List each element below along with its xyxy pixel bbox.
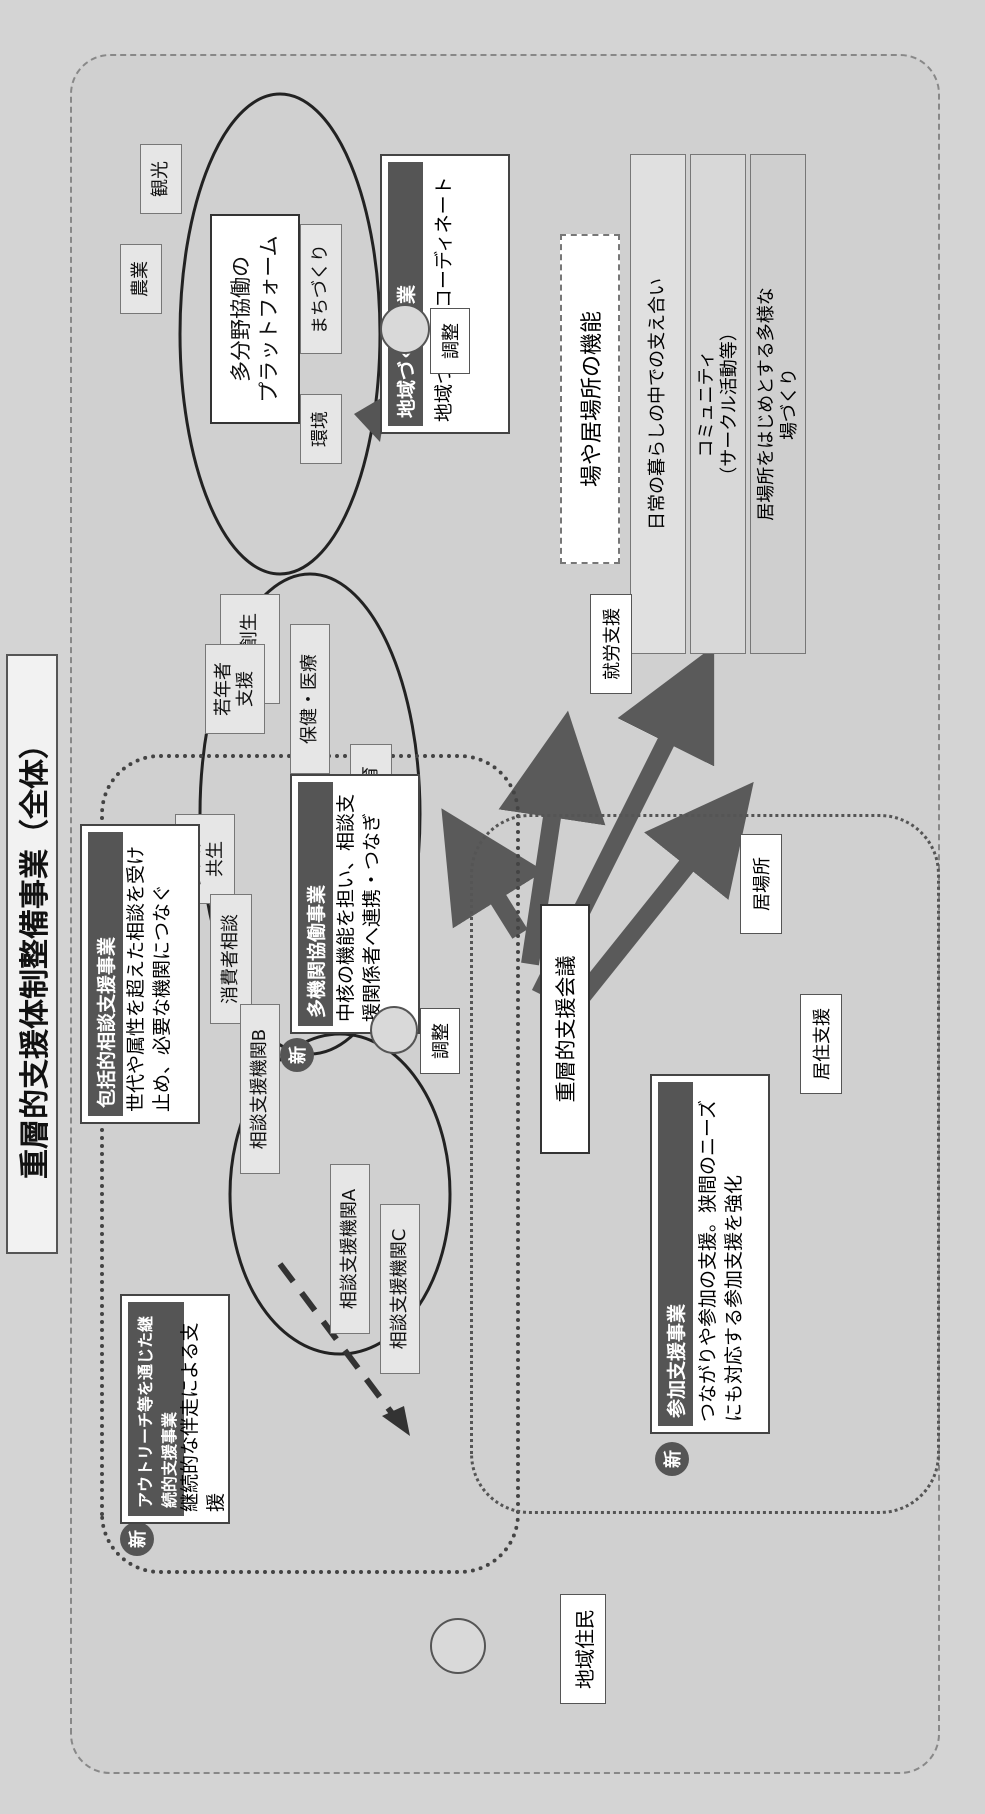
participation-text: つながりや参加の支援。狭間のニーズにも対応する参加支援を強化 — [697, 1099, 745, 1422]
multi-agency-header: 多機関協働事業 — [298, 782, 333, 1026]
resident-icon — [430, 1618, 486, 1674]
outreach-card: アウトリーチ等を通じた継続的支援事業 継続的な伴走による支援 — [120, 1294, 230, 1524]
place-function-row-3: 居場所をはじめとする多様な 場づくり — [750, 154, 806, 654]
comprehensive-text: 世代や属性を超えた相談を受け止め、必要な機関につなぐ — [125, 845, 173, 1112]
comprehensive-header: 包括的相談支援事業 — [88, 832, 123, 1116]
place-function-row-1: 日常の暮らしの中での支え合い — [630, 154, 686, 654]
support-org-c: 相談支援機関C — [380, 1204, 420, 1374]
outreach-text: 継続的な伴走による支援 — [179, 1322, 227, 1512]
target-place: 居場所 — [740, 834, 782, 934]
coordinator-icon-mid — [370, 1006, 418, 1054]
support-org-a: 相談支援機関A — [330, 1164, 370, 1334]
participation-header: 参加支援事業 — [658, 1082, 693, 1426]
ring-node-health: 保健・医療 — [290, 624, 330, 774]
outreach-header: アウトリーチ等を通じた継続的支援事業 — [128, 1302, 184, 1516]
new-badge-outreach: 新 — [120, 1522, 154, 1556]
new-badge-multi-agency: 新 — [280, 1038, 314, 1072]
place-functions-header: 場や居場所の機能 — [560, 234, 620, 564]
coordinator-icon-top — [380, 304, 430, 354]
platform-node-town: まちづくり — [300, 224, 342, 354]
platform-label: 多分野協働の プラットフォーム — [228, 235, 281, 403]
regional-dev-card: 地域づくり事業 地域づくりをコーディネート — [380, 154, 510, 434]
support-meeting: 重層的支援会議 — [540, 904, 590, 1154]
resident-label: 地域住民 — [560, 1594, 606, 1704]
target-employment: 就労支援 — [590, 594, 632, 694]
platform-box: 多分野協働の プラットフォーム — [210, 214, 300, 424]
regional-dev-text: 地域づくりをコーディネート — [433, 176, 455, 422]
coordinator-label-top: 調整 — [430, 308, 470, 374]
ring-node-youth: 若年者 支援 — [205, 644, 265, 734]
platform-node-environment: 環境 — [300, 394, 342, 464]
platform-node-tourism: 観光 — [140, 144, 182, 214]
platform-node-agriculture: 農業 — [120, 244, 162, 314]
target-housing: 居住支援 — [800, 994, 842, 1094]
support-org-b: 相談支援機関B — [240, 1004, 280, 1174]
multi-agency-text: 中核の機能を担い、相談支援関係者へ連携・つなぎ — [335, 793, 383, 1022]
coordinator-label-mid: 調整 — [420, 1008, 460, 1074]
new-badge-participation: 新 — [655, 1442, 689, 1476]
regional-dev-header: 地域づくり事業 — [388, 162, 423, 426]
multi-agency-card: 多機関協働事業 中核の機能を担い、相談支援関係者へ連携・つなぎ — [290, 774, 420, 1034]
comprehensive-card: 包括的相談支援事業 世代や属性を超えた相談を受け止め、必要な機関につなぐ — [80, 824, 200, 1124]
participation-card: 参加支援事業 つながりや参加の支援。狭間のニーズにも対応する参加支援を強化 — [650, 1074, 770, 1434]
place-function-row-2: コミュニティ （サークル活動等） — [690, 154, 746, 654]
